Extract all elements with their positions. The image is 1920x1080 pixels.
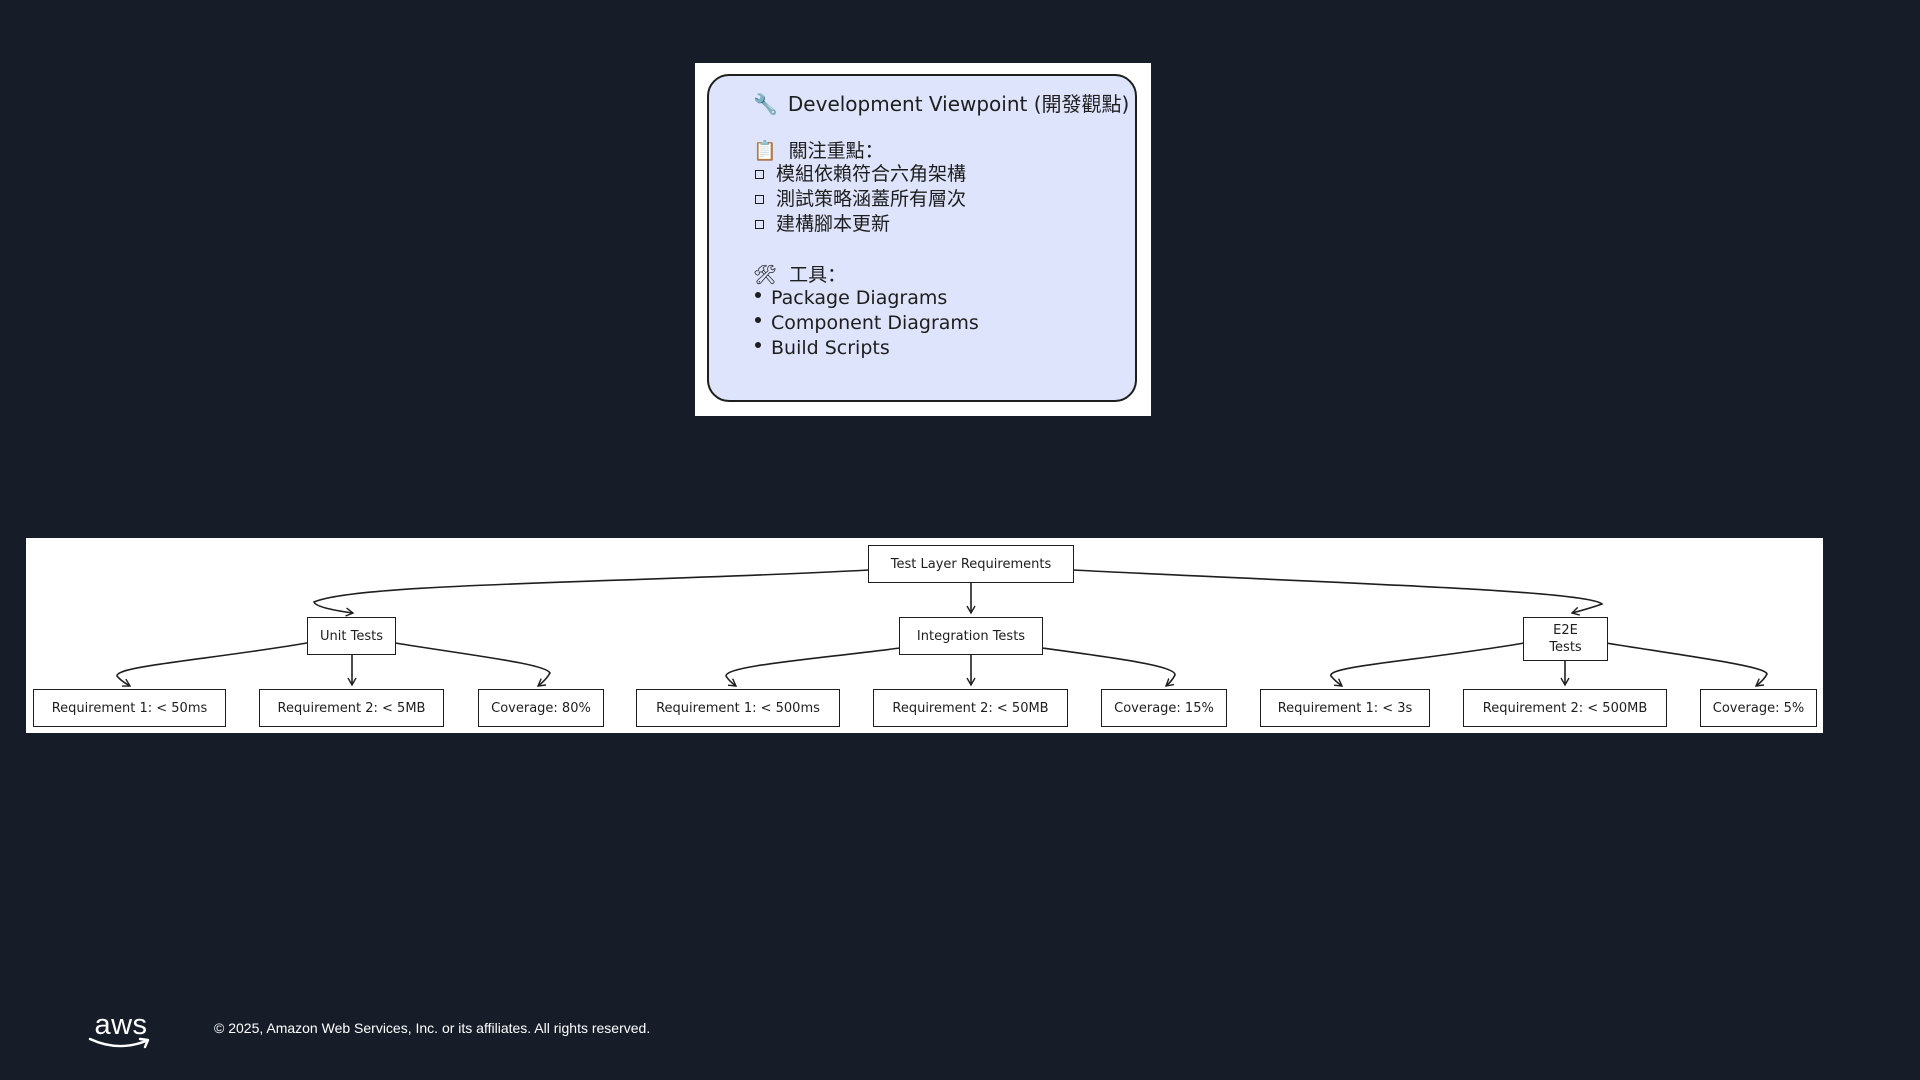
- leaf-node: Requirement 2: < 50MB: [873, 689, 1068, 727]
- leaf-node: Coverage: 5%: [1700, 689, 1817, 727]
- development-viewpoint-card: 🔧 Development Viewpoint (開發觀點) 📋 關注重點： 模組依…: [707, 74, 1137, 402]
- focus-item: 模組依賴符合六角架構: [753, 162, 966, 187]
- group-node-e2e-label: E2E Tests: [1549, 623, 1582, 655]
- card-title: 🔧 Development Viewpoint (開發觀點): [753, 88, 1129, 117]
- copyright-text: © 2025, Amazon Web Services, Inc. or its…: [214, 1020, 651, 1036]
- tool-item: Package Diagrams: [753, 286, 979, 311]
- square-bullet-icon: [755, 220, 764, 229]
- edge-root-e2e: [1072, 569, 1604, 616]
- edge-unit-child1: [116, 642, 308, 687]
- hammer-wrench-icon: 🛠: [753, 264, 778, 286]
- aws-logo: aws: [88, 1010, 154, 1052]
- aws-smile-icon: [88, 1037, 150, 1049]
- focus-item: 建構腳本更新: [753, 212, 966, 237]
- leaf-node: Requirement 1: < 3s: [1260, 689, 1430, 727]
- tree-connectors: [116, 569, 1768, 687]
- tool-item: Build Scripts: [753, 336, 979, 361]
- leaf-node: Requirement 1: < 500ms: [636, 689, 840, 727]
- leaf-node: Requirement 2: < 500MB: [1463, 689, 1667, 727]
- group-node-unit: Unit Tests: [307, 617, 396, 655]
- tools-heading-text: 工具：: [789, 264, 847, 286]
- focus-list: 模組依賴符合六角架構 測試策略涵蓋所有層次 建構腳本更新: [753, 162, 966, 237]
- leaf-node: Coverage: 80%: [478, 689, 604, 727]
- tools-list: Package Diagrams Component Diagrams Buil…: [753, 286, 979, 361]
- edge-unit-child3: [394, 642, 551, 687]
- focus-item: 測試策略涵蓋所有層次: [753, 187, 966, 212]
- clipboard-icon: 📋: [753, 140, 777, 162]
- leaf-node: Requirement 2: < 5MB: [259, 689, 444, 727]
- development-viewpoint-frame: 🔧 Development Viewpoint (開發觀點) 📋 關注重點： 模組依…: [695, 63, 1151, 416]
- bullet-icon: [755, 291, 761, 298]
- leaf-node: Coverage: 15%: [1101, 689, 1227, 727]
- edge-root-unit: [313, 569, 870, 617]
- edge-e2e-child3: [1605, 642, 1768, 687]
- edge-int-child3: [1041, 647, 1176, 687]
- square-bullet-icon: [755, 195, 764, 204]
- edge-e2e-child1: [1330, 642, 1525, 687]
- group-node-e2e: E2E Tests: [1523, 617, 1608, 661]
- tool-item: Component Diagrams: [753, 311, 979, 336]
- wrench-icon: 🔧: [753, 92, 778, 116]
- leaf-node: Requirement 1: < 50ms: [33, 689, 226, 727]
- bullet-icon: [755, 316, 761, 323]
- focus-heading-text: 關注重點：: [788, 140, 884, 162]
- focus-heading: 📋 關注重點：: [753, 136, 884, 163]
- card-title-text: Development Viewpoint (開發觀點): [787, 92, 1130, 116]
- edge-int-child1: [725, 647, 901, 687]
- test-layer-tree: Test Layer Requirements Unit Tests Integ…: [26, 538, 1823, 733]
- group-node-integration: Integration Tests: [899, 617, 1043, 655]
- tools-heading: 🛠 工具：: [753, 260, 846, 287]
- square-bullet-icon: [755, 170, 764, 179]
- aws-logo-text: aws: [94, 1009, 148, 1041]
- root-node: Test Layer Requirements: [868, 545, 1074, 583]
- bullet-icon: [755, 341, 761, 348]
